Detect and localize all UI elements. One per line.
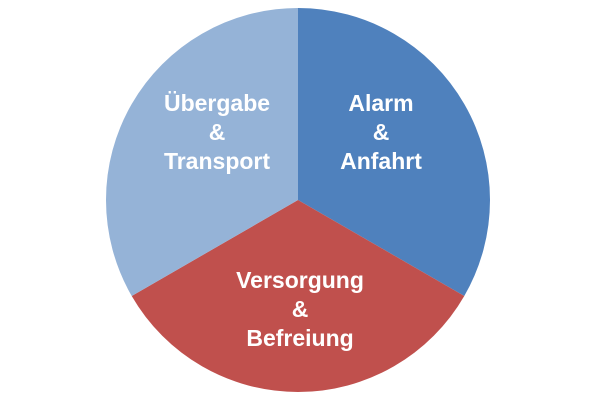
segment-label-versorgung-befreiung: Versorgung & Befreiung [236,267,364,351]
segment-label-alarm-anfahrt: Alarm & Anfahrt [340,90,422,174]
segment-label-line: & [209,119,226,145]
segment-label-line: & [373,119,390,145]
segment-label-line: & [292,296,309,322]
segment-alarm-anfahrt [298,8,491,296]
segment-label-line: Befreiung [246,325,353,351]
segment-versorgung-befreiung [131,200,465,393]
segment-label-line: Übergabe [164,90,270,116]
segment-label-line: Transport [164,148,270,174]
segment-label-line: Anfahrt [340,148,422,174]
segment-label-uebergabe-transport: Übergabe & Transport [164,90,270,174]
segment-label-line: Versorgung [236,267,364,293]
segment-uebergabe-transport [105,7,298,296]
segment-label-line: Alarm [348,90,413,116]
